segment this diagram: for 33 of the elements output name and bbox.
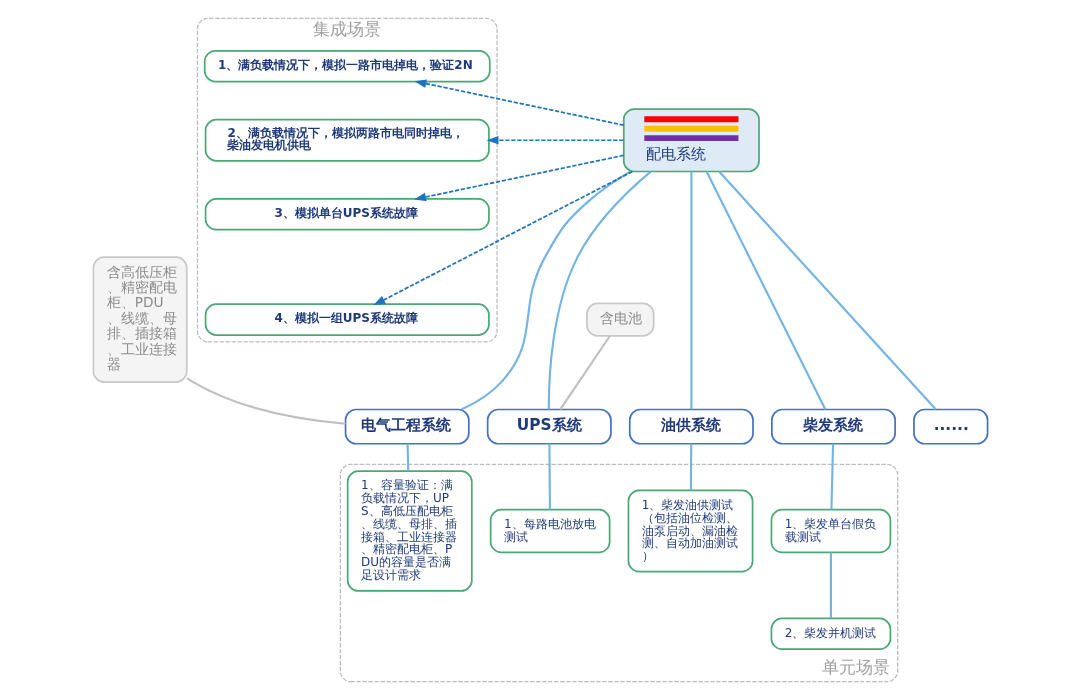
connector <box>558 335 611 411</box>
connector <box>460 170 631 411</box>
connector <box>547 443 551 510</box>
node-box: 1、容量验证：满负载情况下，UPS、高低压配电柜、线缆、母排、插接箱、工业连接器、精密配电柜、PDU的容量是否满足设计需求 <box>346 470 473 592</box>
node-box: 2、柴发并机测试 <box>770 617 891 651</box>
connector <box>406 443 409 472</box>
connector <box>829 552 832 619</box>
node-box: 配电系统 <box>622 108 760 173</box>
node-box: 1、柴发单台假负载测试 <box>770 508 891 554</box>
connector <box>689 171 692 410</box>
node-box: 柴发系统 <box>770 408 896 445</box>
node-box: ...... <box>912 408 988 445</box>
node-box: 4、模拟一组UPS系统故障 <box>204 303 490 336</box>
node-box: 含高低压柜、精密配电柜、PDU、线缆、母排、插接箱、工业连接器 <box>92 256 188 383</box>
arrow <box>372 170 633 306</box>
node-box: 1、柴发油供测试（包括油位检测、油泵启动、漏油检测、自动加油测试） <box>627 489 753 573</box>
node-box: 油供系统 <box>628 408 754 445</box>
arrow <box>413 154 624 202</box>
connector <box>185 377 346 425</box>
connector <box>829 443 834 510</box>
arrow <box>486 136 624 145</box>
node-box: 1、满负载情况下，模拟一路市电掉电，验证2N <box>203 49 491 83</box>
connector <box>689 443 692 491</box>
node-box: 1、每路电池放电测试 <box>489 508 610 554</box>
connector <box>705 171 826 410</box>
arrow <box>413 79 624 127</box>
node-box: UPS系统 <box>486 408 612 445</box>
node-box: 含电池 <box>585 302 655 337</box>
connector <box>547 170 651 410</box>
node-box: 2、满负载情况下，模拟两路市电同时掉电，柴油发电机供电 <box>204 118 490 162</box>
node-box: 3、模拟单台UPS系统故障 <box>204 198 490 231</box>
connector <box>717 170 937 410</box>
node-box: 电气工程系统 <box>344 408 470 445</box>
